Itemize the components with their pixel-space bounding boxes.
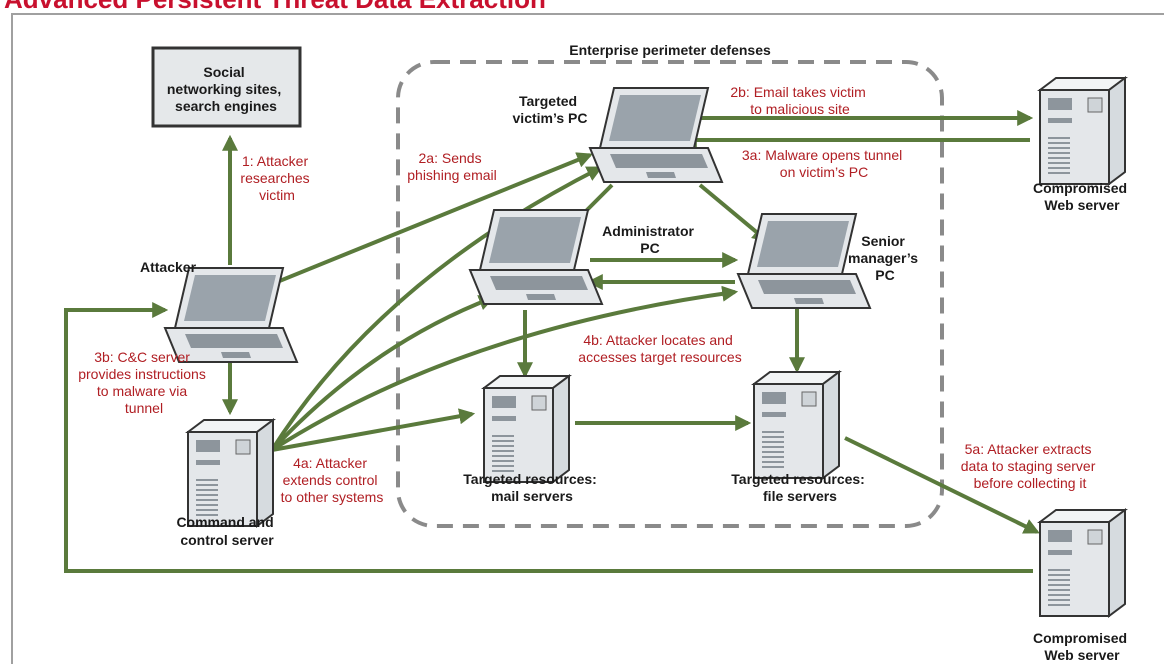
web-server-top-label: Compromised Web server xyxy=(1033,180,1131,213)
admin-laptop-icon xyxy=(469,209,603,305)
senior-pc-label: Senior manager’s PC xyxy=(848,233,922,283)
step-3b-label: 3b: C&C server provides instructions to … xyxy=(78,349,210,416)
step-5a-label: 5a: Attacker extracts data to staging se… xyxy=(961,441,1100,491)
enterprise-perimeter xyxy=(396,60,944,528)
arrow-victim-to-senior xyxy=(698,183,769,243)
arrow-cnc-to-admin xyxy=(270,295,495,452)
step-2b-label: 2b: Email takes victim to malicious site xyxy=(730,84,869,117)
frame-border xyxy=(11,13,1164,664)
web-server-bottom-label: Compromised Web server xyxy=(1033,630,1131,663)
step-4b-label: 4b: Attacker locates and accesses target… xyxy=(578,332,741,365)
social-networking-label: Social networking sites, search engines xyxy=(167,64,285,114)
perimeter-label: Enterprise perimeter defenses xyxy=(569,42,771,58)
step-4a-label: 4a: Attacker extends control to other sy… xyxy=(281,455,384,505)
arrow-staging-to-attacker xyxy=(64,302,1033,573)
step-1-label: 1: Attacker researches victim xyxy=(240,153,313,203)
mail-servers-label: Targeted resources: mail servers xyxy=(463,471,600,504)
step-2a-label: 2a: Sends phishing email xyxy=(407,150,497,183)
arrow-file-to-staging xyxy=(844,436,1040,534)
attacker-laptop-icon xyxy=(164,267,298,363)
admin-pc-label: Administrator PC xyxy=(602,223,698,256)
web-server-bottom-icon xyxy=(1039,509,1126,617)
diagram-title: Advanced Persistent Threat Data Extracti… xyxy=(4,0,546,14)
victim-pc-label: Targeted victim’s PC xyxy=(513,93,588,126)
social-networking-box xyxy=(151,46,302,128)
arrows xyxy=(64,110,1040,573)
file-servers-label: Targeted resources: file servers xyxy=(731,471,868,504)
file-server-icon xyxy=(753,371,840,479)
arrow-cnc-to-mail xyxy=(271,408,476,452)
arrow-cnc-to-senior xyxy=(270,285,739,452)
cnc-server-icon xyxy=(187,419,274,527)
arrow-phishing-email xyxy=(244,152,593,297)
attacker-label: Attacker xyxy=(140,259,197,275)
web-server-top-icon xyxy=(1039,77,1126,185)
cnc-label: Command and control server xyxy=(176,514,277,548)
arrow-cnc-to-victim xyxy=(270,166,603,452)
step-3a-label: 3a: Malware opens tunnel on victim’s PC xyxy=(742,147,906,180)
victim-laptop-icon xyxy=(589,87,723,183)
mail-server-icon xyxy=(483,375,570,483)
